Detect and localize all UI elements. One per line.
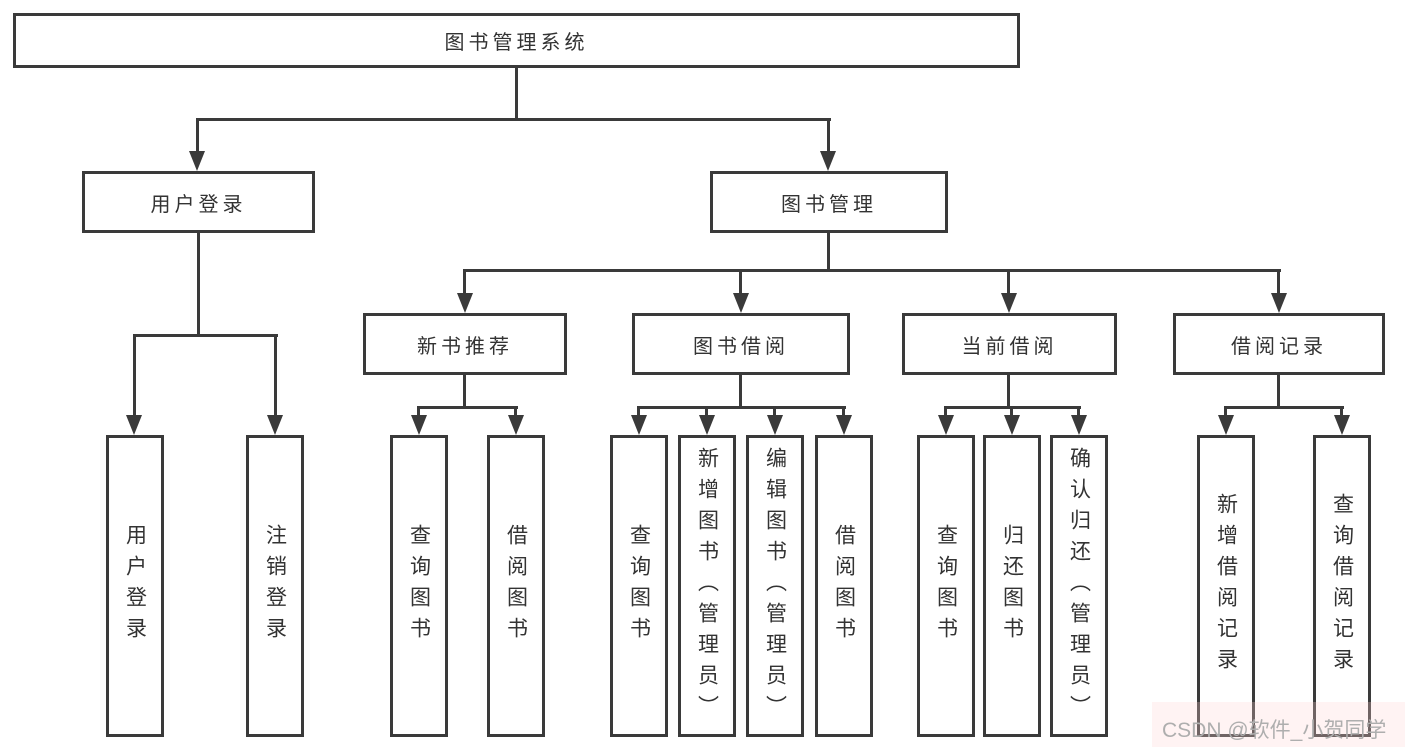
leaf-label: 查询图书 — [934, 524, 958, 648]
arrow-down-icon — [631, 415, 647, 435]
connector-line — [842, 406, 845, 418]
watermark-background — [1152, 702, 1405, 747]
connector-line — [133, 334, 278, 337]
arrow-down-icon — [699, 415, 715, 435]
leaf-query-books-borrowing: 查询图书 — [610, 435, 668, 737]
leaf-add-borrow-record: 新增借阅记录 — [1197, 435, 1255, 737]
connector-line — [463, 269, 466, 297]
node-label: 新书推荐 — [417, 335, 513, 358]
arrow-down-icon — [836, 415, 852, 435]
arrow-down-icon — [1334, 415, 1350, 435]
node-label: 图书借阅 — [693, 335, 789, 358]
node-label: 图书管理系统 — [444, 32, 589, 54]
leaf-user-login: 用户登录 — [106, 435, 164, 737]
node-label: 图书管理 — [781, 193, 877, 216]
connector-line — [944, 406, 947, 418]
connector-line — [1340, 406, 1343, 418]
arrow-down-icon — [126, 415, 142, 435]
connector-line — [514, 406, 517, 418]
node-label: 当前借阅 — [961, 335, 1058, 358]
arrow-down-icon — [457, 293, 473, 313]
leaf-edit-books-admin: 编辑图书（管理员） — [746, 435, 804, 737]
leaf-label: 确认归还（管理员） — [1067, 446, 1091, 726]
arrow-down-icon — [733, 293, 749, 313]
arrow-down-icon — [938, 415, 954, 435]
leaf-label: 借阅图书 — [504, 524, 528, 648]
connector-line — [1224, 406, 1227, 418]
connector-line — [739, 269, 742, 297]
connector-line — [196, 118, 199, 154]
leaf-confirm-return-admin: 确认归还（管理员） — [1050, 435, 1108, 737]
connector-line — [739, 375, 742, 409]
leaf-label: 编辑图书（管理员） — [763, 446, 787, 726]
node-book-borrowing: 图书借阅 — [632, 313, 850, 375]
connector-line — [1007, 375, 1010, 409]
leaf-label: 查询图书 — [407, 524, 431, 648]
leaf-borrow-books: 借阅图书 — [815, 435, 873, 737]
connector-line — [463, 375, 466, 409]
connector-line — [637, 406, 640, 418]
connector-line — [1077, 406, 1080, 418]
leaf-label: 查询借阅记录 — [1330, 493, 1354, 679]
connector-line — [463, 269, 1281, 272]
connector-line — [274, 334, 277, 417]
leaf-label: 归还图书 — [1000, 524, 1024, 648]
arrow-down-icon — [1271, 293, 1287, 313]
connector-line — [1277, 269, 1280, 297]
connector-line — [196, 118, 831, 121]
leaf-add-books-admin: 新增图书（管理员） — [678, 435, 736, 737]
connector-line — [827, 118, 830, 154]
connector-line — [1224, 406, 1344, 409]
node-current-borrowing: 当前借阅 — [902, 313, 1117, 375]
leaf-query-books-current: 查询图书 — [917, 435, 975, 737]
connector-line — [1277, 375, 1280, 409]
node-book-management: 图书管理 — [710, 171, 948, 233]
node-label: 借阅记录 — [1231, 335, 1327, 358]
connector-line — [197, 233, 200, 337]
leaf-label: 查询图书 — [627, 524, 651, 648]
leaf-return-books: 归还图书 — [983, 435, 1041, 737]
arrow-down-icon — [267, 415, 283, 435]
arrow-down-icon — [1001, 293, 1017, 313]
leaf-label: 新增借阅记录 — [1214, 493, 1238, 679]
arrow-down-icon — [411, 415, 427, 435]
node-borrowing-records: 借阅记录 — [1173, 313, 1385, 375]
connector-line — [515, 68, 518, 120]
arrow-down-icon — [767, 415, 783, 435]
leaf-label: 注销登录 — [263, 524, 287, 648]
arrow-down-icon — [508, 415, 524, 435]
node-label: 用户登录 — [150, 193, 247, 216]
connector-line — [417, 406, 420, 418]
leaf-query-books-recommend: 查询图书 — [390, 435, 448, 737]
connector-line — [1007, 269, 1010, 297]
leaf-query-borrow-record: 查询借阅记录 — [1313, 435, 1371, 737]
connector-line — [827, 233, 830, 272]
connector-line — [637, 406, 846, 409]
arrow-down-icon — [1071, 415, 1087, 435]
arrow-down-icon — [189, 151, 205, 171]
connector-line — [1010, 406, 1013, 418]
arrow-down-icon — [820, 151, 836, 171]
node-library-management-system: 图书管理系统 — [13, 13, 1020, 68]
leaf-borrow-books-recommend: 借阅图书 — [487, 435, 545, 737]
leaf-label: 新增图书（管理员） — [695, 446, 719, 726]
node-user-login: 用户登录 — [82, 171, 315, 233]
arrow-down-icon — [1004, 415, 1020, 435]
connector-line — [133, 334, 136, 417]
leaf-logout: 注销登录 — [246, 435, 304, 737]
connector-line — [417, 406, 518, 409]
connector-line — [773, 406, 776, 418]
watermark: CSDN @软件_小贺同学 — [1162, 719, 1387, 742]
leaf-label: 用户登录 — [123, 524, 147, 648]
connector-line — [705, 406, 708, 418]
arrow-down-icon — [1218, 415, 1234, 435]
leaf-label: 借阅图书 — [832, 524, 856, 648]
node-new-book-recommendation: 新书推荐 — [363, 313, 567, 375]
